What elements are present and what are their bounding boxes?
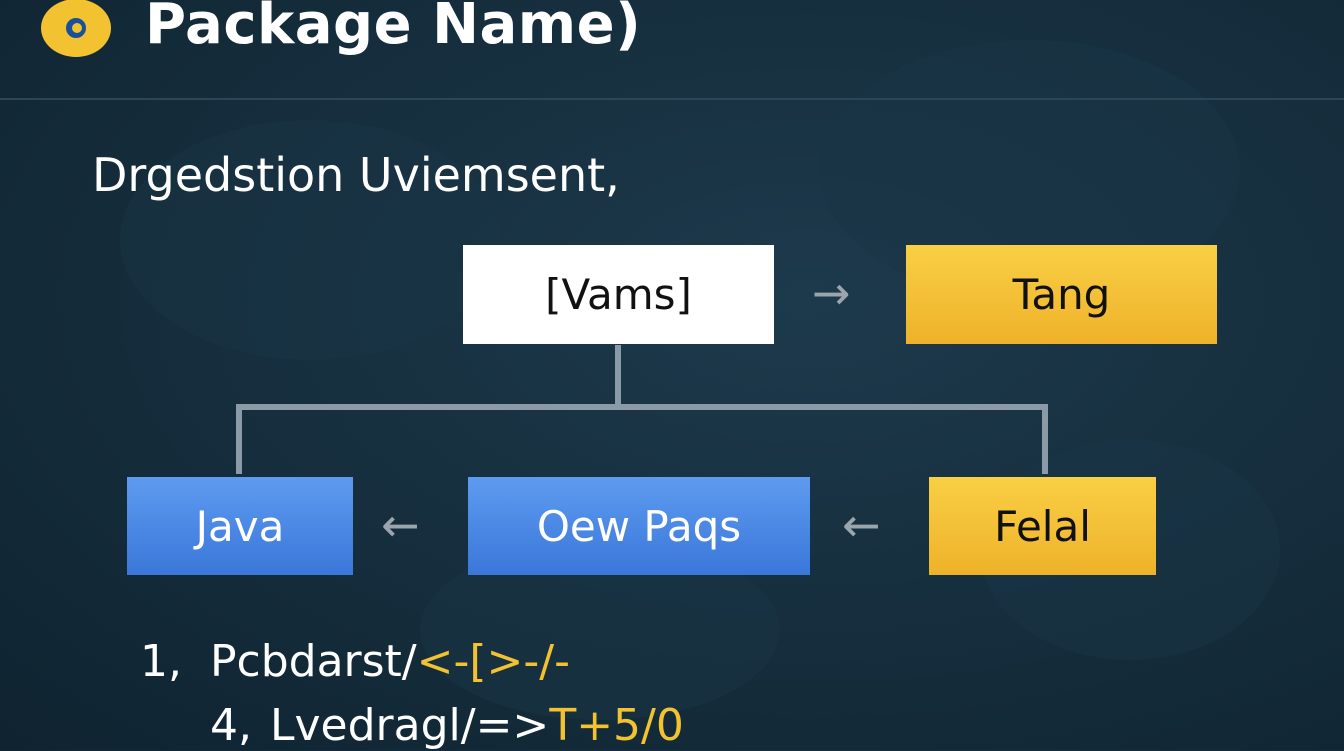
list-item-number: 1, <box>140 636 182 687</box>
node-felal: Felal <box>929 477 1156 575</box>
header-divider <box>0 98 1344 100</box>
logo-dot <box>72 23 82 33</box>
node-tang: Tang <box>906 245 1217 344</box>
list-item-text: Pcbdarst/ <box>209 636 417 687</box>
section-subtitle: Drgedstion Uviemsent, <box>92 148 620 202</box>
background-map-shape <box>120 120 500 360</box>
arrow-left-icon: ← <box>381 498 420 552</box>
connector-vertical-left <box>236 404 242 474</box>
arrow-right-icon: → <box>812 266 851 320</box>
list-item-text: Lvedragl/=> <box>269 700 550 751</box>
logo-icon <box>41 0 111 57</box>
connector-horizontal <box>236 404 1048 410</box>
connector-vertical-root <box>615 345 621 407</box>
list-item-number: 4, <box>210 700 252 751</box>
list-item-code: T+5/0 <box>549 700 684 751</box>
node-names: [Vams] <box>463 245 774 344</box>
node-oew-paqs: Oew Paqs <box>468 477 810 575</box>
page-title: Package Name) <box>145 0 642 57</box>
connector-vertical-right <box>1042 404 1048 474</box>
list-item: 4, Lvedragl/=>T+5/0 <box>210 700 684 751</box>
list-item: 1, Pcbdarst/<-[>-/- <box>140 636 570 687</box>
node-java: Java <box>127 477 353 575</box>
arrow-left-icon: ← <box>842 498 881 552</box>
list-item-code: <-[>-/- <box>416 636 570 687</box>
